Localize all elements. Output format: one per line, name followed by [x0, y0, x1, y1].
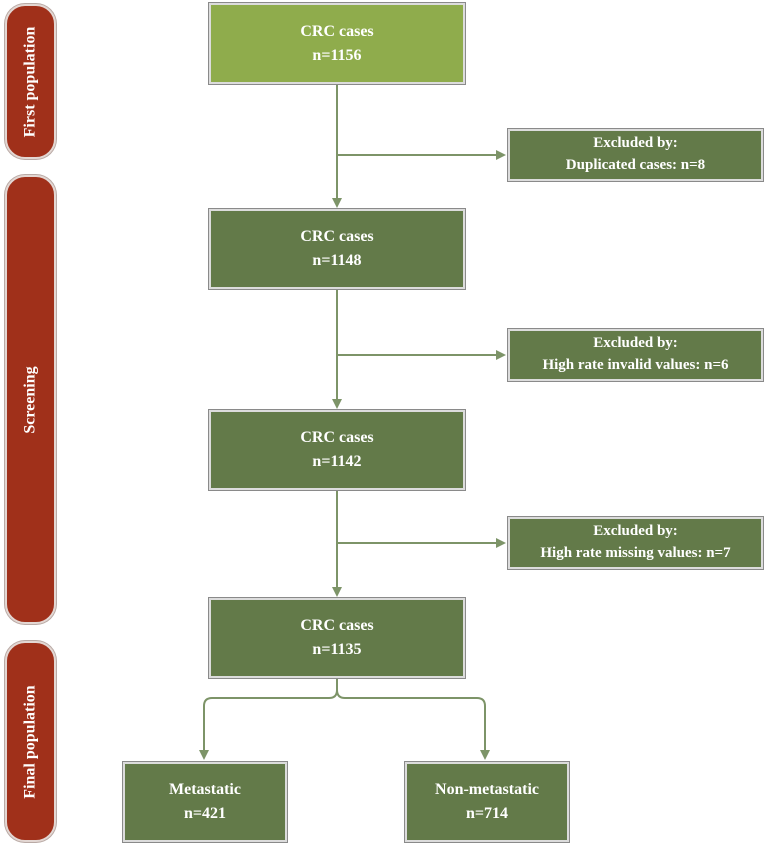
box-count: n=1142 [312, 453, 362, 470]
box-title: CRC cases [300, 22, 374, 40]
box-exclusion-duplicates: Excluded by: Duplicated cases: n=8 [508, 129, 763, 181]
box-crc-cases-initial: CRC cases n=1156 [209, 3, 465, 84]
phase-label-first: First population [21, 26, 39, 137]
box-title: Non-metastatic [435, 781, 539, 798]
exclusion-reason: High rate missing values: n=7 [540, 545, 731, 561]
box-exclusion-missing-values: Excluded by: High rate missing values: n… [508, 517, 763, 569]
box-title: CRC cases [300, 228, 374, 245]
box-count: n=1148 [312, 252, 362, 269]
exclusion-title: Excluded by: [593, 135, 678, 152]
phase-final-population: Final population [5, 641, 56, 842]
box-crc-cases-final: CRC cases n=1135 [209, 598, 465, 678]
box-crc-cases-after-duplicates: CRC cases n=1148 [209, 209, 465, 289]
exclusion-reason: Duplicated cases: n=8 [565, 157, 706, 173]
box-title: Metastatic [169, 781, 241, 798]
phase-label-screening: Screening [21, 365, 39, 434]
phase-screening: Screening [5, 175, 56, 624]
split-line [199, 678, 338, 760]
box-non-metastatic: Non-metastatic n=714 [405, 762, 569, 842]
exclusion-title: Excluded by: [593, 335, 678, 352]
box-crc-cases-after-invalid: CRC cases n=1142 [209, 410, 465, 490]
box-exclusion-invalid-values: Excluded by: High rate invalid values: n… [508, 329, 763, 381]
phase-label-final: Final population [21, 684, 39, 799]
box-metastatic: Metastatic n=421 [123, 762, 287, 842]
box-title: CRC cases [300, 429, 374, 446]
exclusion-title: Excluded by: [593, 523, 678, 540]
box-count: n=1156 [312, 46, 362, 64]
phase-first-population: First population [5, 4, 56, 159]
box-count: n=1135 [312, 641, 362, 658]
split-line-right [336, 689, 490, 760]
box-title: CRC cases [300, 617, 374, 634]
exclusion-reason: High rate invalid values: n=6 [542, 357, 729, 373]
box-count: n=714 [465, 805, 508, 822]
box-count: n=421 [183, 805, 226, 822]
